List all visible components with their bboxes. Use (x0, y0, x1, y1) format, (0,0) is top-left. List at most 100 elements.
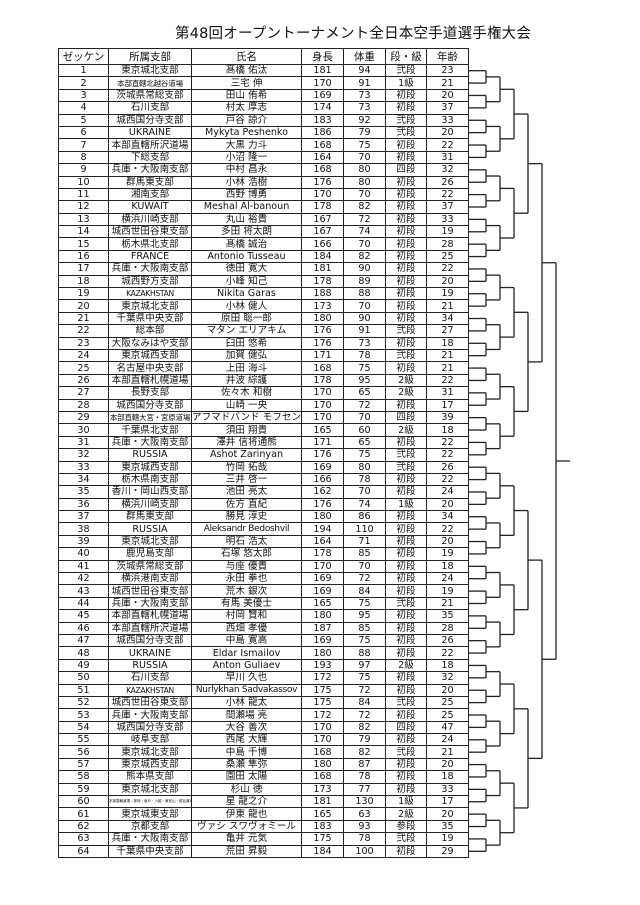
cell-rank: 初段 (385, 187, 427, 202)
cell-bib: 15 (58, 237, 109, 251)
cell-rank: 弐段 (385, 460, 427, 474)
cell-height: 193 (301, 658, 344, 673)
cell-branch: 石川支部 (108, 671, 192, 685)
cell-rank: 初段 (385, 138, 427, 152)
cell-age: 32 (426, 163, 469, 177)
cell-weight: 94 (343, 63, 386, 78)
cell-name: Nurlykhan Sadvakassov (191, 683, 302, 697)
cell-height: 168 (301, 745, 344, 759)
cell-rank: 弐段 (385, 695, 427, 710)
cell-weight: 85 (343, 547, 386, 561)
cell-age: 23 (426, 63, 469, 78)
cell-age: 21 (426, 348, 469, 363)
cell-bib: 10 (58, 175, 109, 189)
cell-bib: 39 (58, 534, 109, 549)
cell-branch: 横浜港南支部 (108, 571, 192, 586)
cell-rank: 初段 (385, 844, 427, 859)
cell-branch: 東京城北支部 (108, 299, 192, 313)
cell-weight: 70 (343, 150, 386, 165)
cell-weight: 95 (343, 373, 386, 388)
cell-bib: 9 (58, 163, 109, 177)
cell-bib: 46 (58, 621, 109, 635)
cell-rank: 初段 (385, 101, 427, 115)
cell-age: 33 (426, 212, 469, 227)
cell-weight: 85 (343, 621, 386, 635)
cell-bib: 55 (58, 733, 109, 747)
cell-age: 20 (426, 807, 469, 821)
cell-branch: 本部直轄大宮・宮原道場 (108, 410, 192, 425)
cell-rank: 初段 (385, 510, 427, 524)
cell-rank: 初段 (385, 472, 427, 487)
cell-name: 有馬 美優士 (191, 596, 302, 611)
cell-height: 168 (301, 163, 344, 177)
cell-weight: 130 (343, 795, 386, 809)
cell-name: Nikita Garas (191, 287, 302, 301)
cell-height: 172 (301, 708, 344, 722)
cell-branch: 栃木県北支部 (108, 237, 192, 251)
cell-weight: 73 (343, 88, 386, 103)
cell-bib: 27 (58, 386, 109, 400)
cell-name: 田山 侑希 (191, 88, 302, 103)
cell-height: 180 (301, 609, 344, 623)
cell-height: 170 (301, 720, 344, 735)
cell-weight: 82 (343, 745, 386, 759)
cell-height: 170 (301, 733, 344, 747)
cell-name: 上田 海斗 (191, 361, 302, 375)
cell-bib: 17 (58, 262, 109, 276)
cell-rank: 初段 (385, 770, 427, 784)
cell-weight: 73 (343, 101, 386, 115)
cell-bib: 49 (58, 658, 109, 673)
cell-branch: 東京城西支部 (108, 460, 192, 474)
cell-bib: 32 (58, 448, 109, 462)
cell-bib: 62 (58, 819, 109, 834)
cell-branch: 香川・岡山西支部 (108, 485, 192, 499)
cell-age: 19 (426, 287, 469, 301)
cell-rank: 初段 (385, 547, 427, 561)
cell-branch: 東京城北支部 (108, 782, 192, 797)
cell-weight: 75 (343, 671, 386, 685)
cell-bib: 53 (58, 708, 109, 722)
cell-name: 丸山 裕貴 (191, 212, 302, 227)
cell-weight: 72 (343, 398, 386, 412)
cell-branch: UKRAINE (108, 125, 192, 140)
cell-bib: 7 (58, 138, 109, 152)
cell-name: 多田 将太朗 (191, 225, 302, 239)
cell-rank: 初段 (385, 559, 427, 574)
cell-bib: 4 (58, 101, 109, 115)
cell-age: 19 (426, 584, 469, 598)
cell-height: 170 (301, 76, 344, 90)
cell-height: 166 (301, 237, 344, 251)
cell-height: 184 (301, 844, 344, 859)
cell-name: Ashot Zarinyan (191, 448, 302, 462)
cell-weight: 91 (343, 76, 386, 90)
cell-bib: 50 (58, 671, 109, 685)
cell-height: 188 (301, 287, 344, 301)
cell-weight: 79 (343, 733, 386, 747)
cell-height: 172 (301, 671, 344, 685)
cell-name: 小林 龍太 (191, 695, 302, 710)
cell-age: 25 (426, 708, 469, 722)
cell-name: 中村 昌永 (191, 163, 302, 177)
cell-age: 21 (426, 596, 469, 611)
cell-age: 22 (426, 522, 469, 536)
cell-height: 168 (301, 770, 344, 784)
cell-height: 183 (301, 113, 344, 127)
cell-branch: 茨城県常総支部 (108, 559, 192, 574)
cell-height: 171 (301, 348, 344, 363)
cell-age: 18 (426, 423, 469, 437)
cell-bib: 60 (58, 795, 109, 809)
cell-rank: 1級 (385, 76, 427, 90)
cell-height: 170 (301, 398, 344, 412)
